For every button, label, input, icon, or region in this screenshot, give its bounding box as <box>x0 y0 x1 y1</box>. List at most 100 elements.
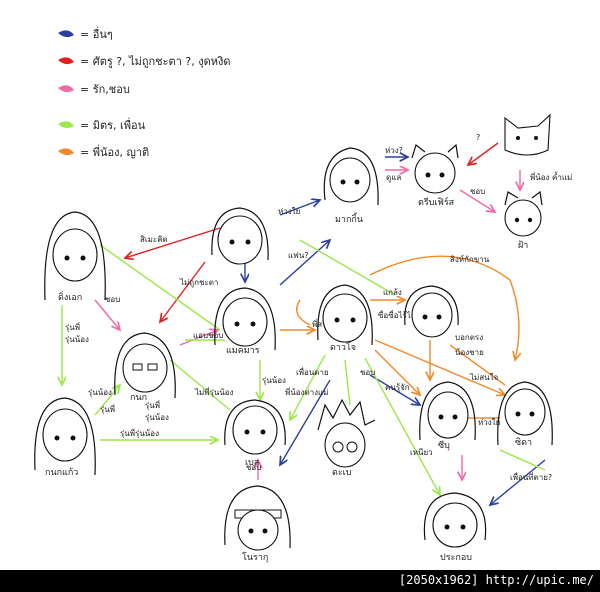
edge-label: พี่สาว <box>312 318 331 329</box>
node-c14: ซิดา <box>497 381 553 448</box>
edge-label: ชอบ <box>246 463 261 472</box>
edge-pink <box>459 189 495 212</box>
edge-label: ห่วง? <box>385 146 403 155</box>
edge-red <box>125 227 221 258</box>
edge-label: แอบชอบ <box>193 331 223 340</box>
edge-green <box>290 354 326 420</box>
edge-label: ? <box>476 133 480 142</box>
legend-item-other: = อื่นๆ <box>58 26 113 41</box>
edge-orange-curve <box>369 255 519 360</box>
edge-blue <box>280 379 331 465</box>
cat-face-icon <box>504 113 551 156</box>
node-label: โนรากุ <box>242 552 268 563</box>
node-c6: แมคมาร <box>214 287 276 356</box>
node-c16: ประกอบ <box>423 492 487 563</box>
edge-pink <box>94 299 120 330</box>
relationship-diagram: = อื่นๆ = ศัตรู ?, ไม่ถูกชะตา ?, งุดหงิด… <box>34 26 572 563</box>
edge-label: ชอบ <box>470 187 485 196</box>
edge-label: เพื่อนที่ตาย? <box>510 471 552 482</box>
edge-orange <box>449 344 506 386</box>
legend-label-love: = รัก,ชอบ <box>80 83 130 96</box>
edge-label: บอกตรง <box>455 333 483 342</box>
edges <box>62 142 546 505</box>
edge-orange-curve <box>296 299 311 326</box>
edge-blue <box>490 459 546 505</box>
edge-label: สิงห์กักขาน <box>450 254 490 264</box>
edge-green <box>299 239 396 296</box>
edge-green <box>364 357 440 495</box>
edge-green <box>499 449 546 471</box>
node-label: ประกอบ <box>440 553 472 563</box>
nodes: มากกิ้น ตรีบเฟิร์ส ฝ้า <box>34 113 553 563</box>
edge-label: รุ่นพี่ <box>65 321 80 332</box>
edge-label: รุ่นน้อง <box>88 388 112 397</box>
edge-green <box>99 244 221 331</box>
image-footer-bar: [2050x1962] http://upic.me/ <box>0 570 600 592</box>
node-cat <box>504 113 551 156</box>
node-c10: กนกแก้ว <box>34 397 96 478</box>
edge-label: ไม่พี่รุ่นน้อง <box>194 386 234 397</box>
edge-orange <box>374 339 505 395</box>
legend: = อื่นๆ = ศัตรู ?, ไม่ถูกชะตา ?, งุดหงิด… <box>58 26 230 159</box>
legend-label-sibling: = พี่น้อง, ญาติ <box>80 144 149 159</box>
node-label: ดิ่งเอก <box>58 290 82 303</box>
edge-label: เหนียว <box>410 448 433 457</box>
edge-blue <box>279 240 330 286</box>
node-c12: ดะเบ <box>317 398 376 478</box>
image-source-caption: [2050x1962] http://upic.me/ <box>398 573 594 587</box>
node-label: ดะเบ <box>332 468 352 478</box>
edge-label: เพื่อนตาย <box>296 366 329 377</box>
edge-label: ไม่สนใจ <box>469 373 499 382</box>
edge-label: รุ่นน้อง <box>65 335 89 344</box>
node-label: ดาวโจ <box>330 342 356 353</box>
node-c1: มากกิ้น <box>323 147 379 225</box>
legend-item-love: = รัก,ชอบ <box>58 83 130 96</box>
legend-item-enemy: = ศัตรู ?, ไม่ถูกชะตา ?, งุดหงิด <box>58 55 230 68</box>
edge-label: แกล้ง <box>383 288 402 297</box>
edge-blue <box>279 200 320 216</box>
legend-label-enemy: = ศัตรู ?, ไม่ถูกชะตา ?, งุดหงิด <box>80 55 230 68</box>
edge-label: รุ่นพี่ <box>100 403 115 414</box>
edge-label: น้องชาย <box>455 348 484 357</box>
node-c15: โนรากุ <box>224 485 291 563</box>
edge-label: รุ่นพี่รุ่นน้อง <box>120 427 159 438</box>
node-label: มากกิ้น <box>335 212 363 225</box>
node-label: กนกแก้ว <box>45 467 78 478</box>
node-label: กนก <box>130 393 147 403</box>
node-c4 <box>211 207 269 265</box>
diagram-canvas: = อื่นๆ = ศัตรู ?, ไม่ถูกชะตา ?, งุดหงิด… <box>0 0 600 570</box>
edge-label: ชอบ <box>360 368 375 377</box>
edge-green <box>344 359 351 406</box>
edge-label: ดูแล <box>386 173 401 183</box>
edge-red <box>160 261 206 322</box>
edge-label: รุ่นพี่ <box>145 399 160 410</box>
legend-label-other: = อื่นๆ <box>80 26 113 41</box>
node-label: ตรีบเฟิร์ส <box>418 196 455 208</box>
edge-label: สิเมะคิด <box>140 235 168 244</box>
edge-label: แฟน? <box>288 251 309 260</box>
legend-label-friend: = มิตร, เพื่อน <box>80 117 146 132</box>
edge-label: ซื่อซื่อไร้ไส้ <box>378 309 416 320</box>
legend-item-sibling: = พี่น้อง, ญาติ <box>58 144 149 159</box>
node-label: เบล <box>245 458 259 468</box>
node-c13: ซีบุ <box>419 381 476 451</box>
edge-label: พี่น้องต่างแม่ <box>285 386 328 397</box>
node-c5: ดิ่งเอก <box>44 211 106 303</box>
edge-label: ไม่ถูกชะตา <box>179 278 218 288</box>
node-c7: ดาวโจ <box>317 284 373 353</box>
edge-label: ห่วงใย <box>478 418 500 427</box>
node-c11: เบล <box>224 399 286 468</box>
node-c8 <box>404 285 459 338</box>
edge-labels: ห่วง? ดูแล ? ชอบ พี่น้อง ค้ำแม่ ห่วงใย ส… <box>65 133 572 482</box>
node-label: ซีบุ <box>438 440 450 451</box>
edge-label: รุ่นน้อง <box>145 413 169 422</box>
edge-blue <box>369 374 420 405</box>
node-c2: ตรีบเฟิร์ส <box>411 143 459 208</box>
edge-label: ชอบ <box>105 295 120 304</box>
edge-label: คนรู้จัก <box>385 383 410 393</box>
node-label: ฝ้า <box>518 240 528 251</box>
edge-label: ห่วงใย <box>278 207 300 216</box>
edge-pink <box>179 330 218 346</box>
node-label: แมคมาร <box>226 346 260 356</box>
edge-label: พี่น้อง ค้ำแม่ <box>530 171 572 182</box>
